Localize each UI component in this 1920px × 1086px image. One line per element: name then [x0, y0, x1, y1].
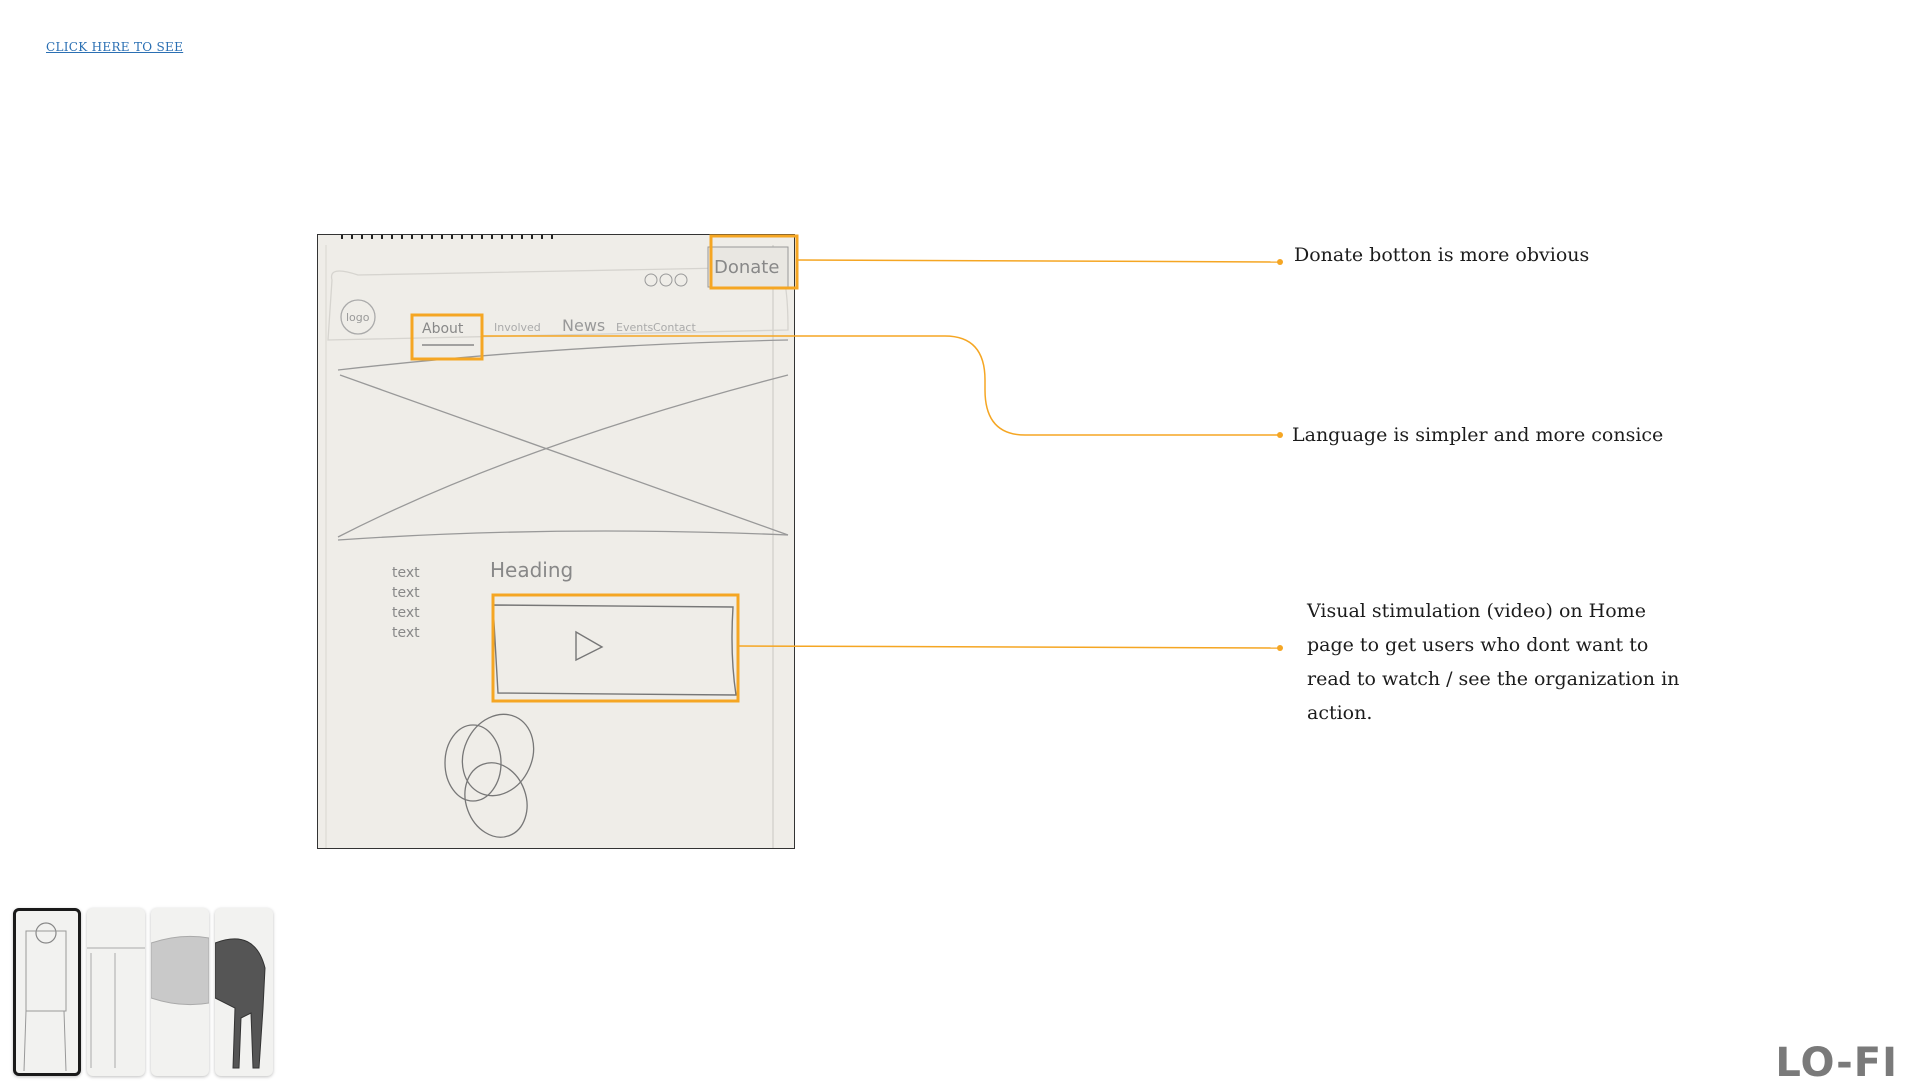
sketch-nav-involved: Involved — [494, 321, 541, 334]
thumbnail-1[interactable] — [13, 908, 81, 1076]
sketch-text-1: text — [392, 565, 420, 581]
thumbnail-4[interactable] — [215, 908, 273, 1076]
sketch-nav-events: Events — [616, 321, 654, 334]
sketch-nav-about: About — [422, 321, 464, 337]
annotation-donate: Donate botton is more obvious — [1294, 244, 1590, 266]
sketch-text-3: text — [392, 605, 420, 621]
sketch-nav-contact: Contact — [653, 321, 696, 334]
sketch-heading: Heading — [490, 558, 573, 582]
sketch-text-4: text — [392, 625, 420, 641]
lofi-label: LO-FI — [1775, 1040, 1898, 1086]
sketch-logo-text: logo — [346, 311, 370, 324]
thumbnail-2[interactable] — [87, 908, 145, 1076]
wireframe-sketch-image: logo Donate About Involved News Events C… — [317, 234, 795, 849]
annotation-video: Visual stimulation (video) on Home page … — [1307, 600, 1680, 724]
sketch-donate-text: Donate — [714, 257, 779, 278]
click-here-link[interactable]: CLICK HERE TO SEE — [46, 40, 184, 54]
sketch-text-2: text — [392, 585, 420, 601]
thumbnail-3[interactable] — [151, 908, 209, 1076]
annotation-language: Language is simpler and more consice — [1292, 424, 1664, 446]
sketch-nav-news: News — [562, 316, 605, 335]
